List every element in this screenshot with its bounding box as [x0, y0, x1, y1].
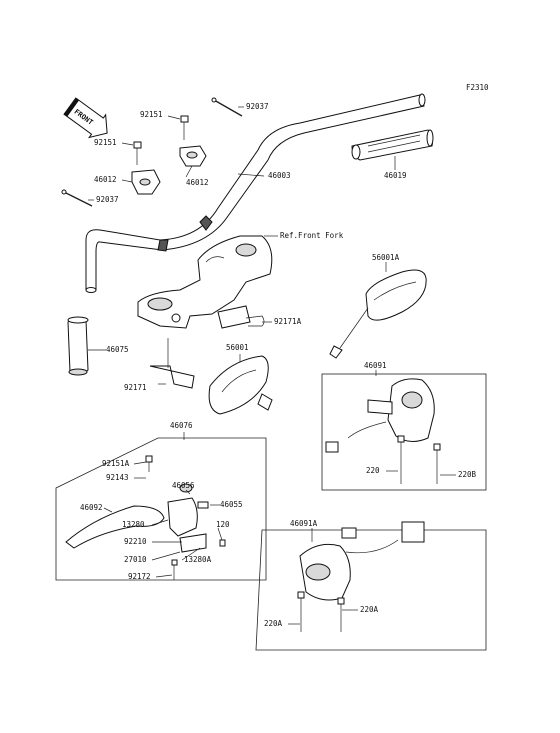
lever-46092 — [65, 505, 165, 549]
bolt-92151-a — [180, 115, 189, 140]
fork-bracket — [137, 235, 273, 329]
mirror-56001A — [329, 269, 427, 359]
grip-46019 — [351, 129, 434, 161]
label-92143: 92143 — [106, 473, 129, 482]
label-92151-a: 92151 — [140, 110, 163, 119]
label-46056: 46056 — [172, 481, 195, 490]
bracket-92171 — [149, 338, 195, 389]
label-46055: 46055 — [220, 500, 243, 509]
mirror-56001 — [208, 355, 273, 415]
clip-92037-b — [61, 189, 93, 207]
lever-46076-box — [55, 437, 267, 581]
label-13280A: 13280A — [184, 555, 212, 564]
label-220: 220 — [366, 466, 380, 475]
switch-46091-box — [321, 373, 487, 491]
clamp-46012-b — [131, 169, 161, 195]
handlebar-46003 — [85, 93, 426, 293]
label-27010: 27010 — [124, 555, 147, 564]
grip-46075 — [67, 316, 89, 376]
label-92171: 92171 — [124, 383, 147, 392]
clip-92037-a — [211, 97, 243, 117]
label-92151A: 92151A — [102, 459, 130, 468]
bolt-92151-b — [133, 141, 142, 165]
label-13280: 13280 — [122, 520, 145, 529]
lever-holder — [167, 483, 226, 553]
label-46019: 46019 — [384, 171, 407, 180]
switch-46091A-box — [255, 529, 487, 651]
label-46076: 46076 — [170, 421, 193, 430]
label-220B: 220B — [458, 470, 477, 479]
label-56001A: 56001A — [372, 253, 400, 262]
label-92210: 92210 — [124, 537, 147, 546]
label-220A-1: 220A — [264, 619, 283, 628]
label-46003: 46003 — [268, 171, 291, 180]
bolt-92151A — [145, 455, 153, 472]
switch-housing-46091A — [297, 521, 425, 632]
bracket-92171A — [217, 305, 265, 329]
label-46091A: 46091A — [290, 519, 318, 528]
label-46091: 46091 — [364, 361, 387, 370]
label-56001: 56001 — [226, 343, 249, 352]
label-46092: 46092 — [80, 503, 103, 512]
label-46075: 46075 — [106, 345, 129, 354]
ref-front-fork-label: Ref.Front Fork — [280, 231, 344, 240]
label-92171A: 92171A — [274, 317, 302, 326]
diagram-code: F2310 — [466, 83, 489, 92]
label-92037-a: 92037 — [246, 102, 269, 111]
bolt-92172 — [171, 559, 178, 580]
label-120: 120 — [216, 520, 230, 529]
label-46012-b: 46012 — [94, 175, 117, 184]
label-46012-a: 46012 — [186, 178, 209, 187]
label-92151-b: 92151 — [94, 138, 117, 147]
clamp-46012-a — [179, 145, 207, 167]
front-arrow-badge: FRONT — [63, 97, 108, 139]
label-220A-2: 220A — [360, 605, 379, 614]
label-92037-b: 92037 — [96, 195, 119, 204]
label-92172: 92172 — [128, 572, 151, 581]
switch-housing-46091 — [325, 378, 441, 484]
leader-lines — [88, 106, 456, 625]
